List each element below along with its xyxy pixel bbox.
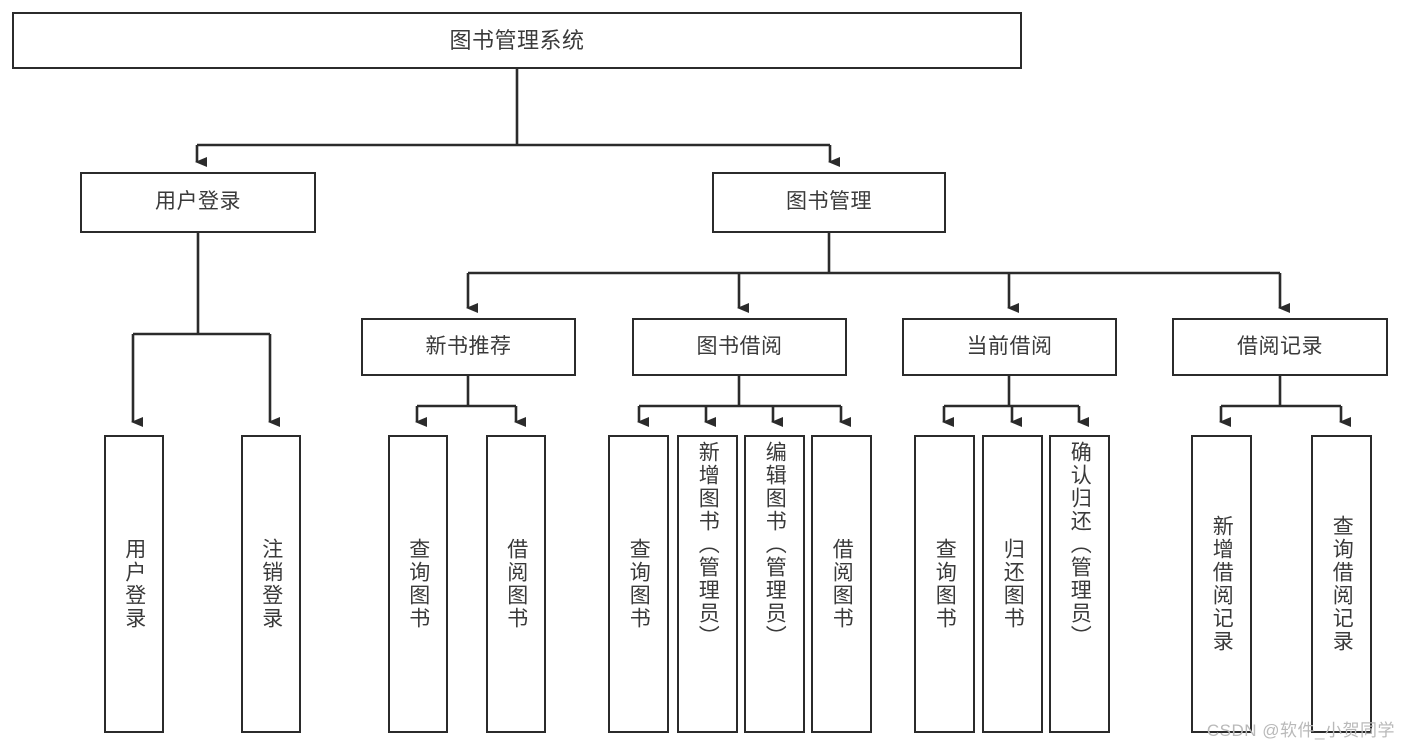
- leaf-current-borrow-return-book[interactable]: 归还图书: [982, 435, 1043, 733]
- leaf-current-borrow-confirm-return[interactable]: 确认归还（管理员）: [1049, 435, 1110, 733]
- leaf-user-login-logout[interactable]: 注销登录: [241, 435, 301, 733]
- node-book-management[interactable]: 图书管理: [712, 172, 946, 233]
- node-label: 新增图书（管理员）: [696, 441, 720, 648]
- node-label: 查询借阅记录: [1330, 515, 1354, 653]
- leaf-current-borrow-query-book[interactable]: 查询图书: [914, 435, 975, 733]
- node-label: 新书推荐: [425, 334, 512, 358]
- node-label: 查询图书: [627, 538, 651, 630]
- node-label: 图书管理系统: [449, 27, 585, 53]
- node-borrow-record[interactable]: 借阅记录: [1172, 318, 1388, 376]
- node-book-borrow[interactable]: 图书借阅: [632, 318, 847, 376]
- node-label: 编辑图书（管理员）: [763, 441, 787, 648]
- leaf-user-login-login[interactable]: 用户登录: [104, 435, 164, 733]
- node-label: 借阅图书: [504, 538, 528, 630]
- node-label: 借阅图书: [830, 538, 854, 630]
- node-current-borrow[interactable]: 当前借阅: [902, 318, 1117, 376]
- node-label: 新增借阅记录: [1210, 515, 1234, 653]
- node-label: 查询图书: [933, 538, 957, 630]
- leaf-borrow-record-query-record[interactable]: 查询借阅记录: [1311, 435, 1372, 733]
- node-label: 查询图书: [406, 538, 430, 630]
- leaf-borrow-record-add-record[interactable]: 新增借阅记录: [1191, 435, 1252, 733]
- node-label: 图书管理: [786, 190, 872, 214]
- node-label: 图书借阅: [696, 334, 783, 358]
- node-new-book-recommend[interactable]: 新书推荐: [361, 318, 576, 376]
- node-label: 用户登录: [155, 190, 241, 214]
- node-label: 注销登录: [259, 538, 283, 630]
- node-label: 借阅记录: [1237, 334, 1323, 358]
- node-label: 当前借阅: [966, 334, 1053, 358]
- csdn-watermark: CSDN @软件_小贺同学: [1206, 721, 1395, 740]
- node-label: 确认归还（管理员）: [1068, 441, 1092, 648]
- node-label: 用户登录: [122, 538, 146, 630]
- node-label: 归还图书: [1001, 538, 1025, 630]
- node-root-book-management-system[interactable]: 图书管理系统: [12, 12, 1022, 69]
- leaf-book-borrow-query-book[interactable]: 查询图书: [608, 435, 669, 733]
- leaf-book-borrow-borrow-book[interactable]: 借阅图书: [811, 435, 872, 733]
- leaf-new-book-borrow-book[interactable]: 借阅图书: [486, 435, 546, 733]
- leaf-book-borrow-add-book[interactable]: 新增图书（管理员）: [677, 435, 738, 733]
- node-user-login[interactable]: 用户登录: [80, 172, 316, 233]
- leaf-new-book-query-book[interactable]: 查询图书: [388, 435, 448, 733]
- leaf-book-borrow-edit-book[interactable]: 编辑图书（管理员）: [744, 435, 805, 733]
